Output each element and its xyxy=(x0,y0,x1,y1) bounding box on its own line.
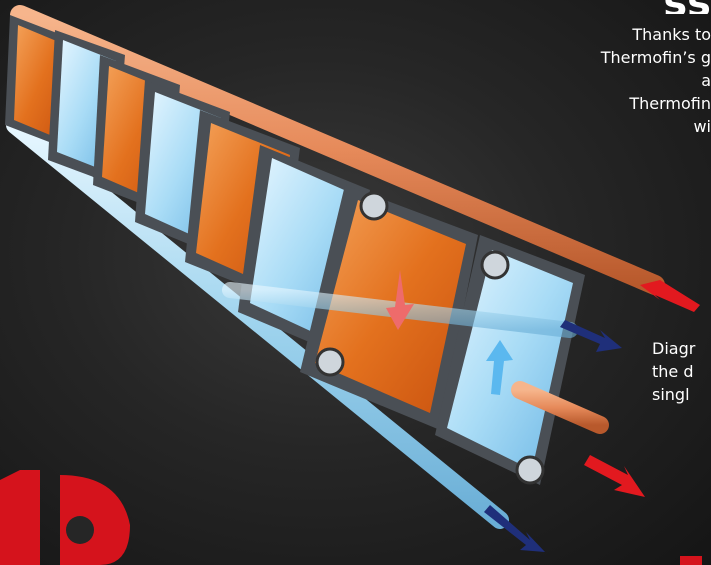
intro-line: Thermofin xyxy=(629,94,711,113)
hot-out-arrow-icon xyxy=(584,455,645,497)
caption-line: Diagr xyxy=(652,339,696,358)
intro-line: a xyxy=(701,71,711,90)
intro-line: wi xyxy=(693,117,711,136)
cold-in-arrow-icon xyxy=(484,505,545,552)
intro-line: Thermofin’s g xyxy=(600,48,711,67)
cold-return-pipe xyxy=(6,116,509,529)
intro-line: Thanks to xyxy=(632,25,711,44)
hot-flow-arrow-icon xyxy=(386,270,414,330)
hot-in-arrow-icon xyxy=(640,280,700,312)
hot-inlet-pipe xyxy=(10,5,665,295)
brand-logo-icon xyxy=(0,470,130,565)
caption-line: singl xyxy=(652,385,690,404)
caption-line: the d xyxy=(652,362,694,381)
cold-flow-arrow-icon xyxy=(486,340,513,395)
hot-outlet-pipe xyxy=(511,381,609,434)
diagram-caption: Diagr the d singl xyxy=(652,337,695,406)
title-fragment: ss xyxy=(651,0,711,14)
cold-out-arrow-icon xyxy=(560,320,622,352)
red-corner-marker xyxy=(680,556,702,565)
intro-text: Thanks to Thermofin’s g a Thermofin wi xyxy=(601,23,711,138)
